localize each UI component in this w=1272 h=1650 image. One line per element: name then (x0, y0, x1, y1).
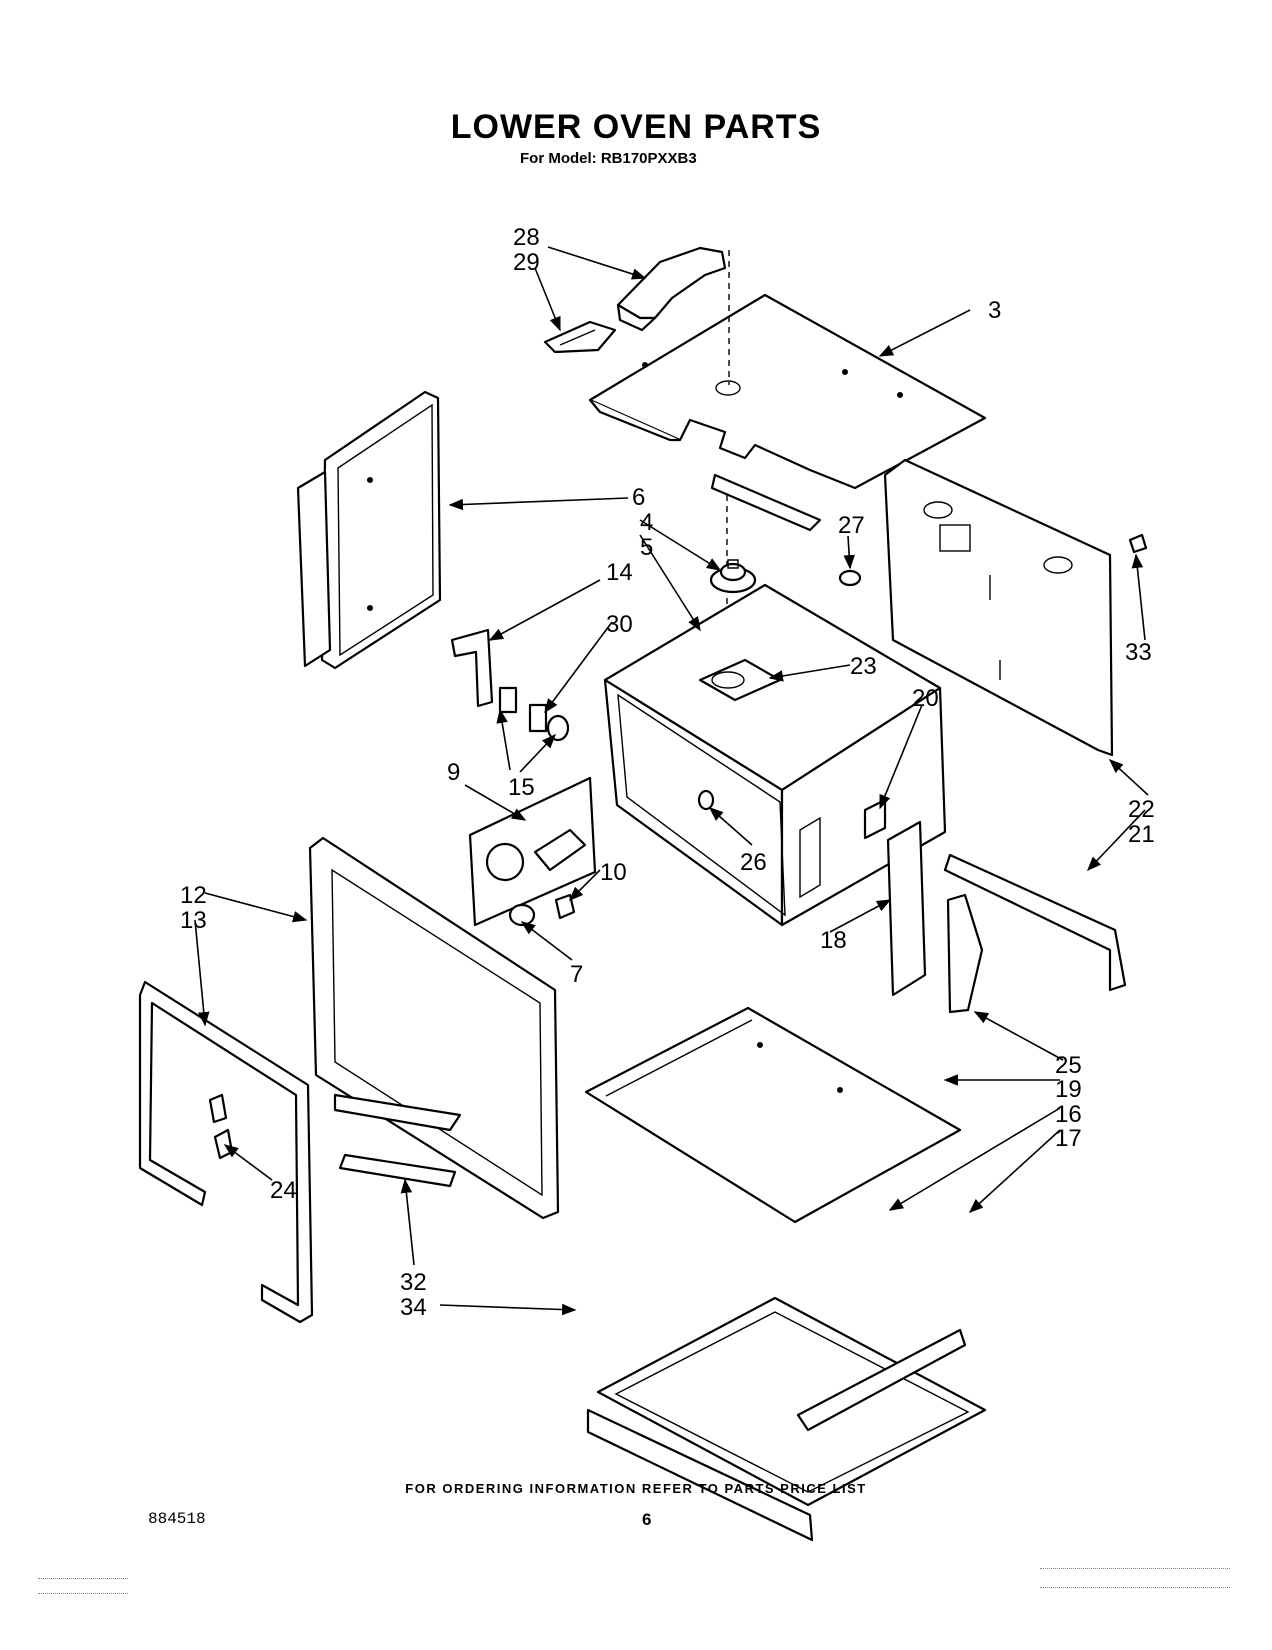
bottom-panel (584, 1006, 962, 1224)
callout-4: 4 (640, 509, 653, 536)
callout-19: 19 (1055, 1076, 1082, 1103)
callout-17: 17 (1055, 1125, 1082, 1152)
leader-lines (194, 246, 1149, 1316)
door-strip-32 (338, 1153, 457, 1188)
callout-18: 18 (820, 927, 847, 954)
callout-14: 14 (606, 559, 633, 586)
back-panel (883, 458, 1114, 757)
callout-9: 9 (447, 759, 460, 786)
light-assembly (468, 776, 597, 927)
plug-27 (838, 569, 862, 587)
latch-24 (213, 1128, 234, 1160)
drawer (586, 1296, 987, 1542)
page-title: LOWER OVEN PARTS (450, 108, 822, 146)
callout-25: 25 (1055, 1052, 1082, 1079)
callout-30: 30 (606, 611, 633, 638)
callout-28: 28 (513, 224, 540, 251)
callout-27: 27 (838, 512, 865, 539)
oven-cavity (603, 583, 947, 927)
hinge-25 (946, 893, 984, 1014)
door-gasket (138, 980, 314, 1324)
ordering-note: FOR ORDERING INFORMATION REFER TO PARTS … (405, 1481, 867, 1496)
callout-32: 32 (400, 1269, 427, 1296)
bracket-14 (450, 628, 494, 708)
fan-mount (709, 559, 757, 594)
callout-26: 26 (740, 849, 767, 876)
callout-24: 24 (270, 1177, 297, 1204)
callout-22: 22 (1128, 796, 1155, 823)
callout-21: 21 (1128, 821, 1155, 848)
vent-duct (543, 246, 727, 354)
callout-15: 15 (508, 774, 535, 801)
callout-33: 33 (1125, 639, 1152, 666)
fine-print-left (38, 1578, 128, 1594)
callout-10: 10 (600, 859, 627, 886)
top-panel (588, 293, 987, 532)
callout-12: 12 (180, 882, 207, 909)
model-subtitle: For Model: RB170PXXB3 (520, 150, 697, 167)
callout-13-top: 13 (180, 907, 207, 934)
rail-21 (943, 853, 1127, 992)
bracket-18 (886, 820, 927, 997)
door-frame (308, 836, 560, 1220)
callout-20: 20 (912, 685, 939, 712)
callout-5: 5 (640, 534, 653, 561)
callout-34: 34 (400, 1294, 427, 1321)
callout-23: 23 (850, 653, 877, 680)
callout-3: 3 (988, 297, 1001, 324)
callout-7: 7 (570, 961, 583, 988)
callout-6: 6 (632, 484, 645, 511)
callout-29: 29 (513, 249, 540, 276)
document-number: 884518 (148, 1510, 206, 1528)
fine-print-right (1040, 1568, 1230, 1588)
left-side-panel (296, 390, 442, 670)
callout-16: 16 (1055, 1101, 1082, 1128)
page-number: 6 (642, 1510, 652, 1529)
